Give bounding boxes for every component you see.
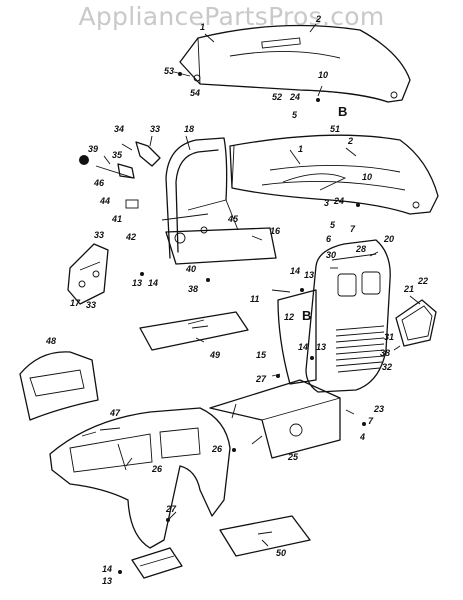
callout-label: 44	[99, 196, 110, 206]
callout-label: 46	[93, 178, 105, 188]
callout-label: 30	[326, 250, 336, 260]
small-mat[interactable]	[219, 515, 311, 557]
callout-label: 25	[287, 452, 299, 462]
front-fender[interactable]	[49, 407, 231, 549]
callout-label: 38	[188, 284, 198, 294]
callout-label: 10	[318, 70, 328, 80]
callout-label: 7	[368, 416, 374, 426]
callout-label: 3	[324, 198, 329, 208]
hood-panel[interactable]	[229, 134, 439, 215]
callout-label: 49	[209, 350, 220, 360]
callout-label: 51	[330, 124, 340, 134]
callout-label: 24	[333, 196, 344, 206]
callout-label: 14	[148, 278, 158, 288]
callout-label: 27	[165, 504, 177, 514]
hood-top[interactable]	[179, 24, 411, 103]
callout-label: 22	[417, 276, 428, 286]
callout-label: 4	[359, 432, 365, 442]
callout-label: 2	[315, 14, 321, 24]
callout-label: 52	[272, 92, 282, 102]
callout-label: 26	[151, 464, 163, 474]
callout-label: 23	[373, 404, 384, 414]
callout-label: 2	[347, 136, 353, 146]
callout-label: 7	[350, 224, 356, 234]
callout-label: 12	[284, 312, 294, 322]
callout-label: 27	[255, 374, 267, 384]
callout-label: 35	[112, 150, 123, 160]
callout-label: 1	[200, 22, 205, 32]
callout-label: 31	[384, 332, 394, 342]
callout-label: 13	[304, 270, 314, 280]
callout-label: 13	[132, 278, 142, 288]
callout-label: 24	[289, 92, 300, 102]
callout-label: 5	[292, 110, 298, 120]
callout-label: 42	[125, 232, 136, 242]
rear-fender[interactable]	[19, 351, 99, 421]
callout-label: 20	[383, 234, 394, 244]
pedal-parts[interactable]	[79, 141, 161, 209]
callout-label: 50	[276, 548, 286, 558]
callout-label: 40	[185, 264, 196, 274]
callout-label: 53	[164, 66, 174, 76]
callout-label: 33	[94, 230, 104, 240]
foot-plate[interactable]	[131, 547, 183, 579]
callout-label: 33	[150, 124, 160, 134]
grille-housing[interactable]	[305, 239, 391, 393]
callout-label: 13	[102, 576, 112, 586]
floor-mat[interactable]	[139, 311, 249, 351]
callout-label: 14	[298, 342, 308, 352]
chassis[interactable]	[209, 379, 341, 459]
leader-lines	[81, 23, 421, 547]
callout-label: 41	[111, 214, 122, 224]
callout-label: 18	[184, 124, 194, 134]
headlight-lens[interactable]	[395, 299, 437, 347]
callout-label: 54	[190, 88, 200, 98]
hardware	[118, 72, 366, 574]
callout-label: 33	[86, 300, 96, 310]
callout-label: 15	[256, 350, 267, 360]
callout-label: 16	[270, 226, 281, 236]
callout-label: B	[338, 104, 347, 119]
watermark: AppliancePartsPros.com	[78, 2, 385, 31]
callout-label: 5	[330, 220, 336, 230]
callout-label: 10	[362, 172, 372, 182]
callout-label: 6	[326, 234, 332, 244]
callout-label: 17	[70, 298, 81, 308]
callout-label: 14	[102, 564, 112, 574]
side-panel[interactable]	[277, 289, 317, 385]
callout-label: 45	[227, 214, 239, 224]
callout-label: 48	[45, 336, 56, 346]
callout-label: 14	[290, 266, 300, 276]
callout-label: 28	[355, 244, 366, 254]
callout-label: 13	[316, 342, 326, 352]
callout-label: 26	[211, 444, 223, 454]
callout-label: 32	[382, 362, 392, 372]
left-bracket[interactable]	[67, 243, 109, 305]
callout-label: 47	[109, 408, 121, 418]
callout-label: B	[302, 308, 311, 323]
callout-label: 39	[88, 144, 98, 154]
callout-label: 34	[114, 124, 124, 134]
callout-label: 1	[298, 144, 303, 154]
callout-label: 11	[250, 294, 259, 304]
dash-frame[interactable]	[161, 137, 277, 265]
callout-label: 38	[380, 348, 390, 358]
callout-labels: 1 2 53 54 10 24 52 B 5 51 34 33 18 1 2 3…	[45, 14, 428, 586]
callout-label: 21	[403, 284, 414, 294]
